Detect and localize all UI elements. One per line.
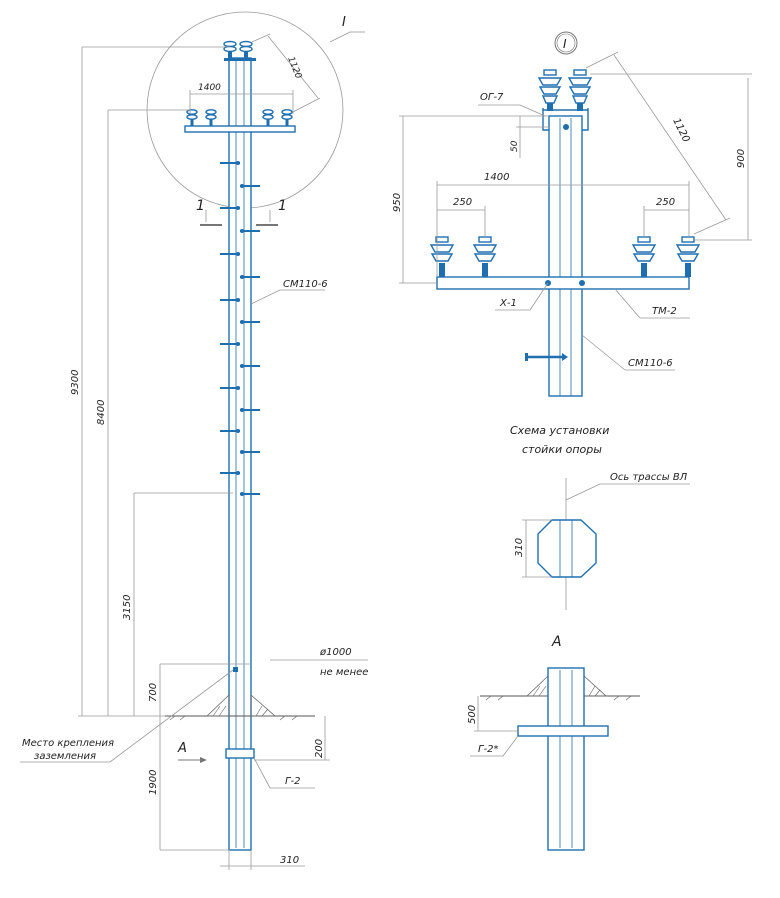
section-mark-left: 1 [196,198,205,214]
view-a-crossbar [517,725,609,737]
grounding-place-line1: Место крепления [22,738,114,749]
view-a: А Г-2* 500 [467,634,640,851]
step-bolt-head [236,206,240,210]
section-marks: 1 1 [196,198,287,226]
dim-8400: 8400 [96,400,107,425]
detail-insulator-2 [472,236,498,277]
dim-700: 700 [148,683,159,702]
step-bolt-head [240,492,244,496]
view-a-label: А [177,741,187,756]
crossarm [184,109,296,133]
section-1-1: Ось трассы ВЛ 310 [514,472,690,610]
diameter-label: ø1000 [319,647,352,658]
dim-250-left: 250 [453,197,472,208]
og7-label: ОГ-7 [480,92,504,103]
step-bolt-head [240,364,244,368]
dim-200: 200 [314,739,325,758]
dim-1120-detail: 1120 [670,116,691,144]
detail-insulator-3 [631,236,657,277]
scheme-caption-line2: стойки опоры [522,443,602,456]
detail-i: I [392,31,752,397]
g2-star-label: Г-2* [478,744,499,755]
dim-1120-top: 1120 [285,55,303,80]
step-bolt-head [236,252,240,256]
grounding-place-line2: заземления [34,751,96,762]
step-bolt-head [240,275,244,279]
detail-top-insulator-left [537,69,563,111]
detail-pole-body [548,115,583,397]
detail-mark-label: I [342,15,346,30]
section-mark-right: 1 [278,198,287,214]
pole-type-detail-label: СМ110-6 [628,358,673,369]
detail-crossarm [436,276,690,290]
pole-body [228,57,252,851]
dim-310-bottom: 310 [280,855,299,866]
dim-900: 900 [736,149,747,168]
dim-9300: 9300 [70,370,81,395]
step-bolt-head [240,184,244,188]
step-bolt-head [236,386,240,390]
view-a-title: А [551,634,562,650]
dim-1900: 1900 [148,770,159,795]
dim-500: 500 [467,705,478,724]
step-bolt-head [240,320,244,324]
step-bolt-head [240,229,244,233]
dim-1400-top: 1400 [198,83,221,93]
step-bolt-head [236,298,240,302]
main-pole-elevation: I [20,11,368,870]
step-bolt-head [236,342,240,346]
dim-3150: 3150 [122,595,133,620]
detail-i-mark: I [563,37,567,51]
detail-insulator-4 [675,236,701,277]
detail-top-insulator-right [567,69,593,111]
pole-type-label: СМ110-6 [283,279,328,290]
dim-1400-detail: 1400 [484,172,509,183]
crossbar-g2-label: Г-2 [285,776,301,787]
dim-50: 50 [510,140,520,152]
dim-310-section: 310 [514,538,525,557]
step-bolt-head [236,429,240,433]
view-a-pole [547,667,585,851]
detail-insulator-1 [429,236,455,277]
route-axis-label: Ось трассы ВЛ [610,472,688,483]
not-less-label: не менее [320,667,368,678]
dimension-lines-left [78,46,330,870]
step-bolt-head [236,471,240,475]
step-bolt-head [240,408,244,412]
step-bolt-head [240,450,244,454]
ground-left [165,694,315,721]
x1-label: Х-1 [499,298,517,309]
dim-950: 950 [392,193,403,212]
top-insulators [223,40,256,61]
octagon-section [537,519,597,578]
scheme-caption-line1: Схема установки [510,424,609,437]
tm2-label: ТМ-2 [652,306,677,317]
dim-250-right: 250 [656,197,675,208]
step-bolts [220,161,260,496]
step-bolt-head [236,161,240,165]
